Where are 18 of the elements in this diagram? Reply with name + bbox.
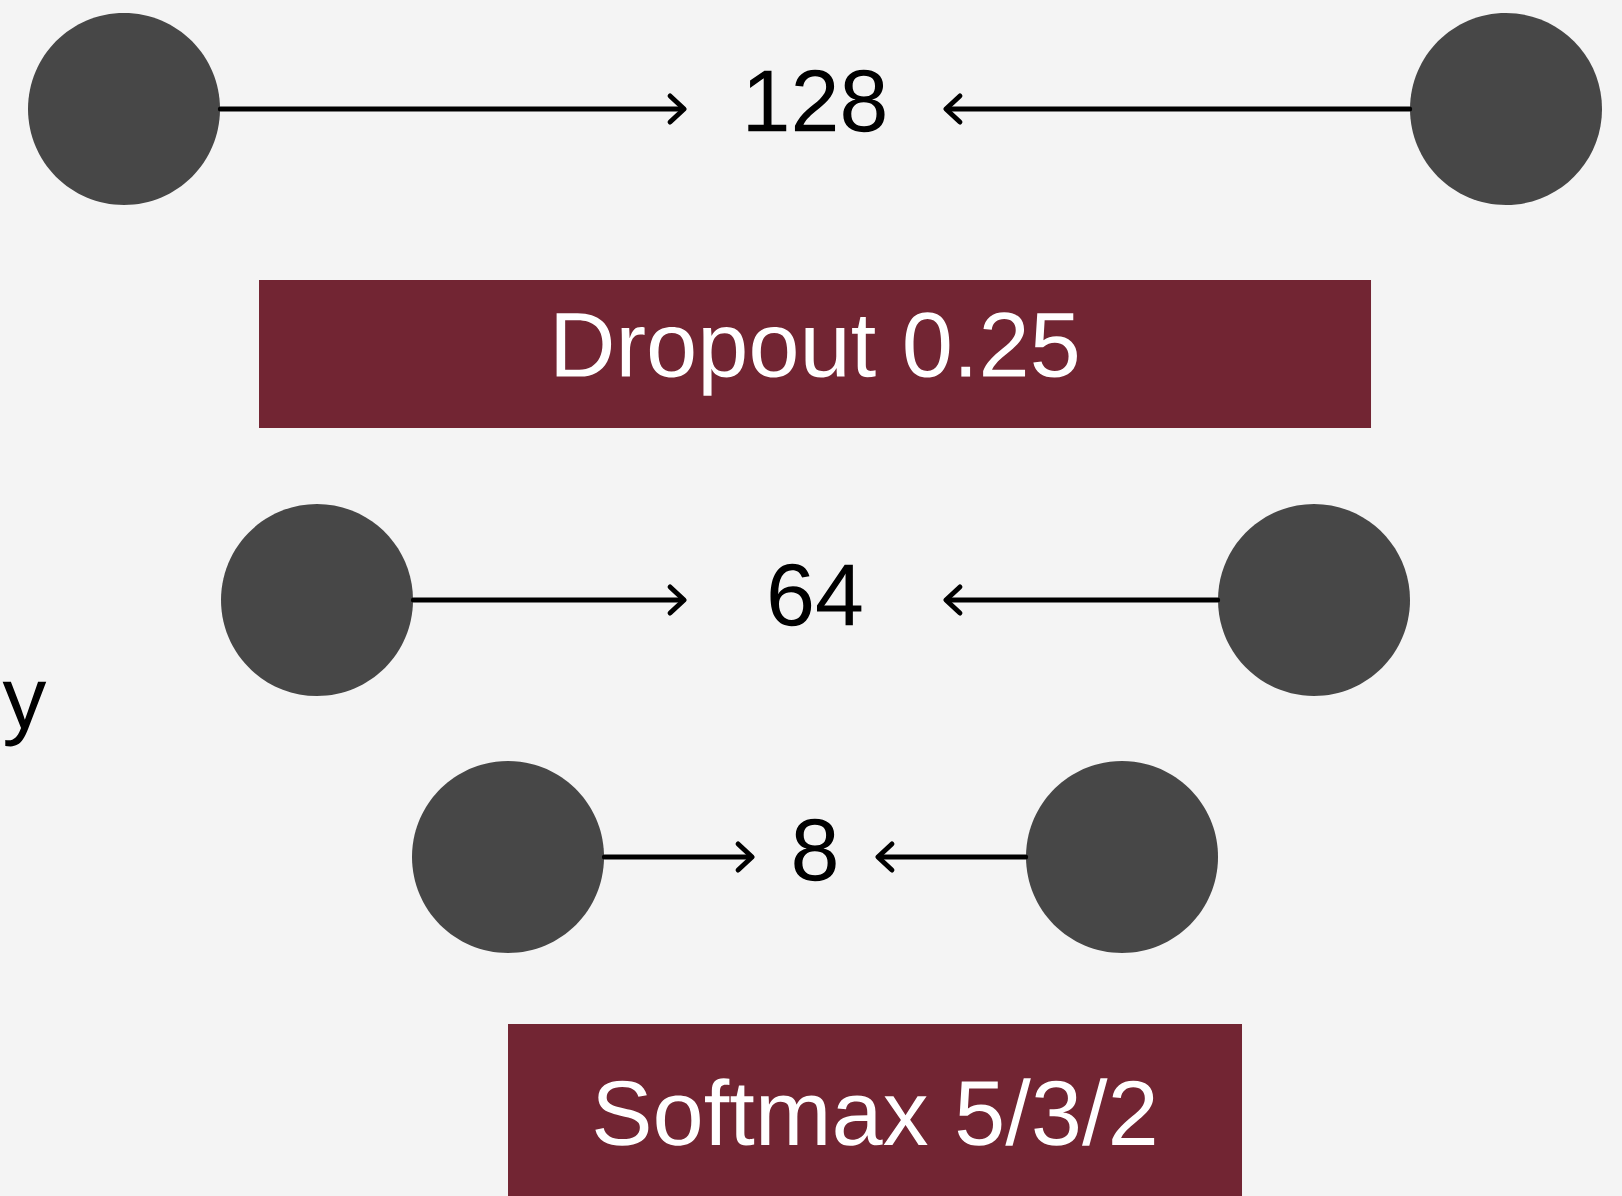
arrow [943,584,1221,616]
arrow [943,93,1413,125]
arrow [410,584,687,616]
neuron-circle [1026,761,1218,953]
size-label: 8 [794,818,836,882]
arrow [601,841,755,873]
neuron-circle [1218,504,1410,696]
size-label: 128 [748,69,885,133]
arrow [875,841,1029,873]
neuron-circle [28,13,220,205]
layer-box: Softmax 5/3/2 [508,1024,1242,1196]
layer-box: Dropout 0.25 [259,280,1371,428]
neuron-circle [1410,13,1602,205]
axis-label: y [2,681,47,747]
neuron-circle [221,504,413,696]
neuron-circle [412,761,604,953]
arrow [217,93,687,125]
size-label: 64 [770,563,862,627]
